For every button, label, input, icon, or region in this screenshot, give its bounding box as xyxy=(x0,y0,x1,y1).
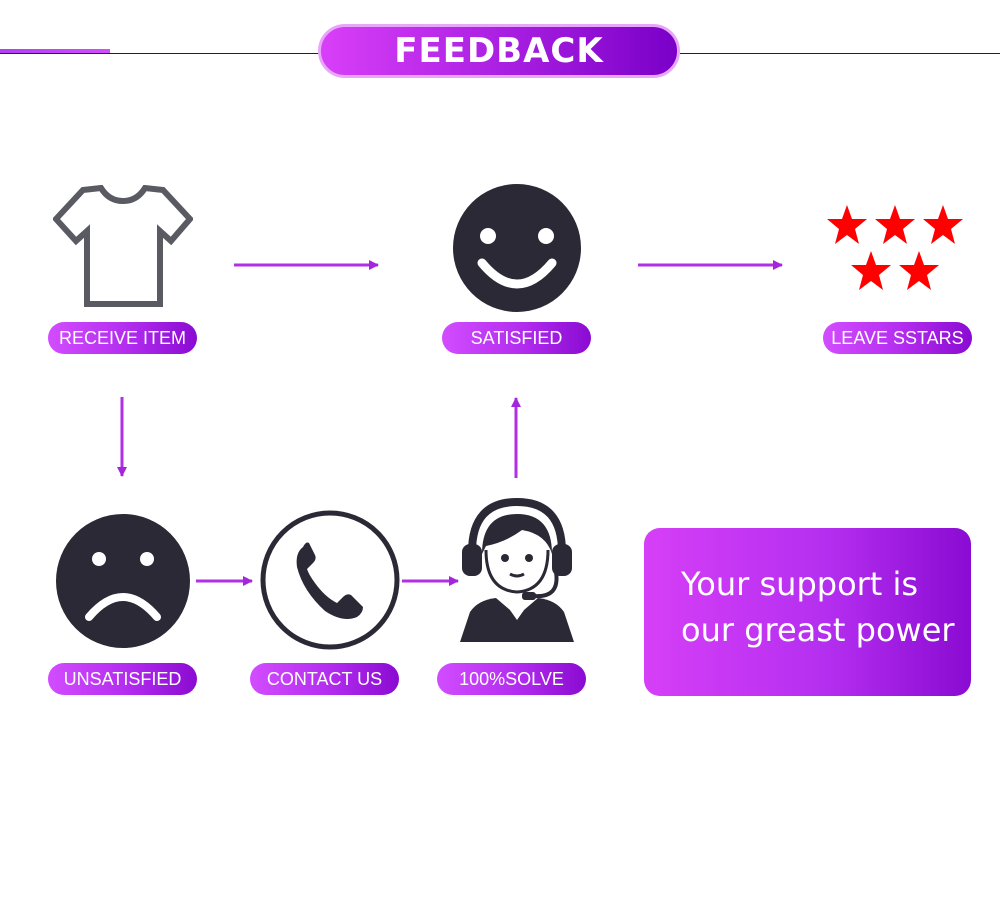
stars-icon xyxy=(827,205,963,290)
step-label-contact-us: CONTACT US xyxy=(250,663,399,695)
phone-icon xyxy=(260,510,400,650)
header-rule-right xyxy=(680,53,1000,54)
support-message-line-1: Your support is xyxy=(681,565,919,603)
support-message-line-2: our greast power xyxy=(681,611,955,649)
step-label-solve: 100%SOLVE xyxy=(437,663,586,695)
step-label-satisfied: SATISFIED xyxy=(442,322,591,354)
support-agent-icon xyxy=(460,497,574,642)
page-title: FEEDBACK xyxy=(318,24,680,78)
t-shirt-icon xyxy=(53,185,193,307)
header-rule-accent xyxy=(0,49,110,53)
support-message-box: Your support is our greast power xyxy=(644,528,971,696)
sad-face-icon xyxy=(56,514,190,648)
smiling-face-icon xyxy=(453,184,581,312)
step-label-leave-stars: LEAVE SSTARS xyxy=(823,322,972,354)
step-label-receive-item: RECEIVE ITEM xyxy=(48,322,197,354)
step-label-unsatisfied: UNSATISFIED xyxy=(48,663,197,695)
header-rule-left xyxy=(0,53,320,54)
